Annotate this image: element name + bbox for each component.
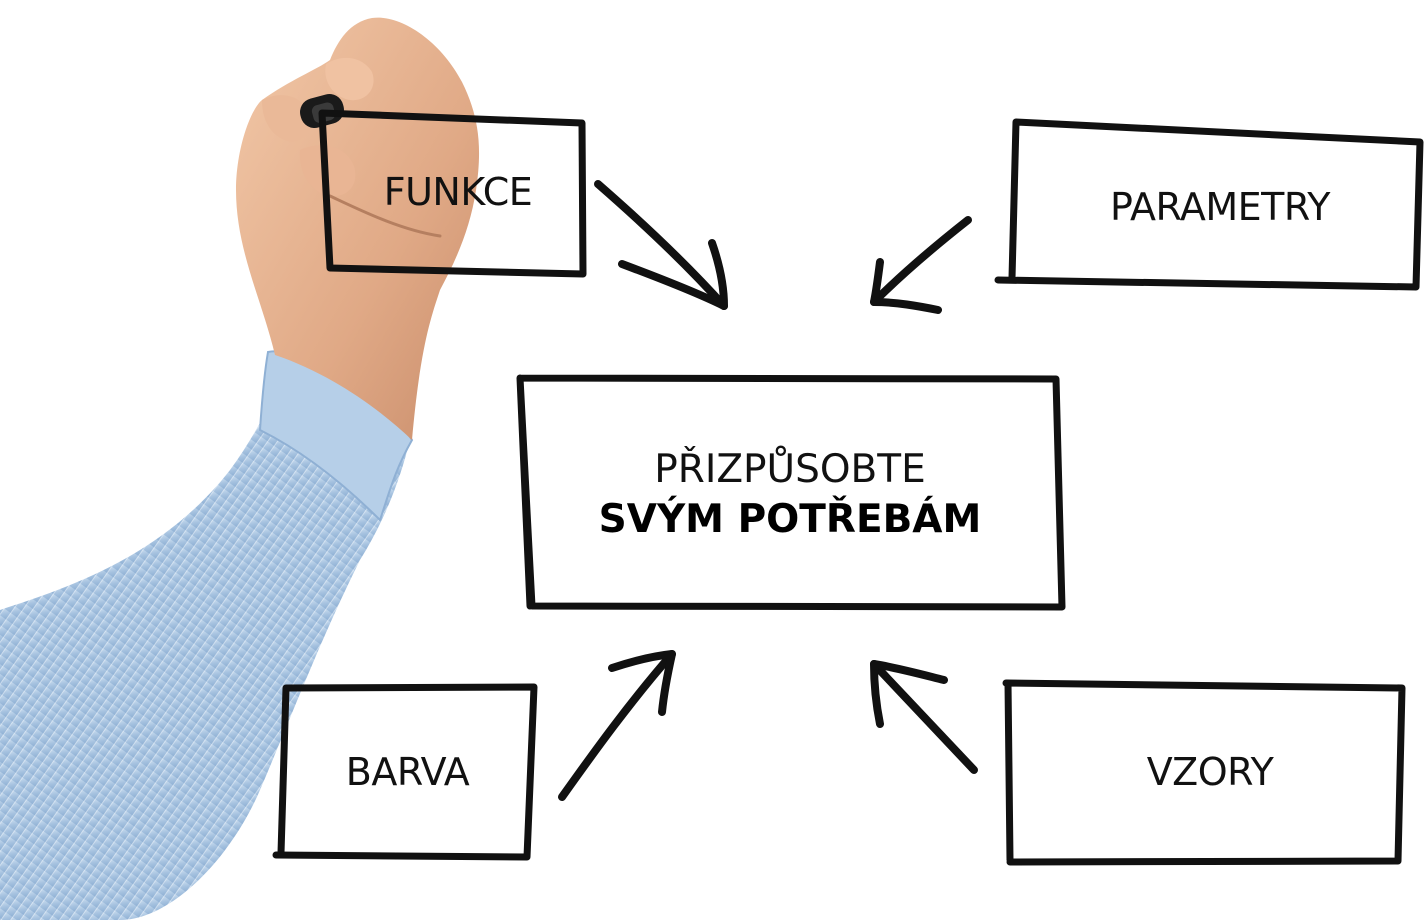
center-label-line2: SVÝM POTŘEBÁM [598,496,982,542]
box-center [516,374,1066,611]
arrow-barva-to-center [558,650,676,801]
label-barva: BARVA [345,750,470,794]
arrow-vzory-to-center [870,660,978,774]
thumb-line [328,194,442,238]
arrow-funkce-to-center [594,180,728,310]
center-label-line1: PŘIZPŮSOBTE [654,447,926,492]
finger [325,57,374,101]
center-label: PŘIZPŮSOBTE SVÝM POTŘEBÁM [540,445,1040,544]
finger [262,95,312,142]
arrow-parametry-to-center [870,216,972,314]
box-vzory [1002,679,1406,866]
box-funkce [318,109,587,278]
label-parametry: PARAMETRY [1109,185,1331,229]
box-parametry [994,118,1424,291]
box-barva [272,683,538,861]
label-funkce: FUNKCE [383,170,533,214]
label-vzory: VZORY [1146,750,1274,794]
shirt-sleeve [0,360,410,920]
hand-illustration [0,17,480,920]
